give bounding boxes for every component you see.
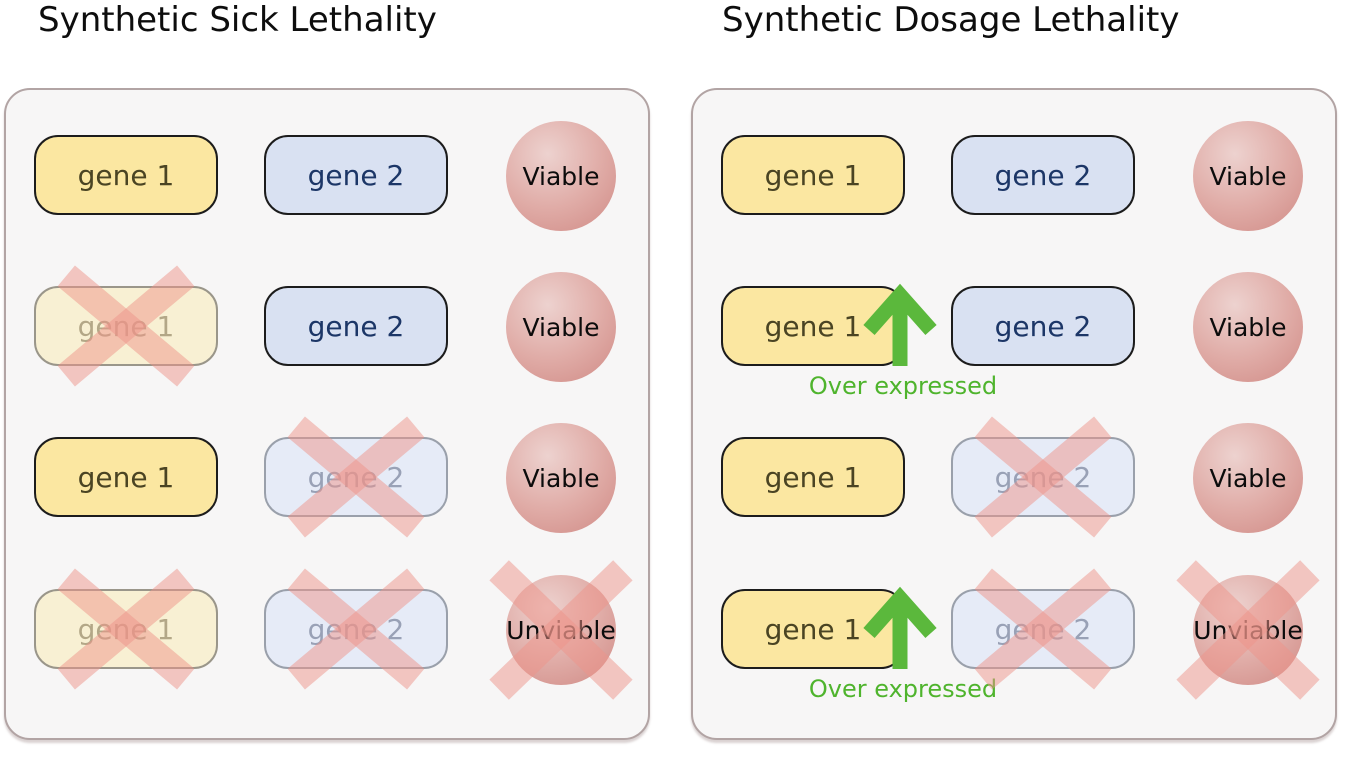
gene1-label: gene 1 [764,612,862,646]
ssl-row-4: gene 1 gene 2 Unviable [6,575,648,685]
gene2-box: gene 2 [264,286,448,366]
gene2-label: gene 2 [307,309,405,343]
outcome-circle: Viable [506,121,616,231]
ssl-row-3: gene 1 gene 2 Viable [6,423,648,533]
outcome-circle: Viable [1193,121,1303,231]
sdl-row-3: gene 1 gene 2 Viable [693,423,1335,533]
outcome-circle: Viable [506,272,616,382]
gene1-box: gene 1 [34,135,218,215]
outcome-label: Viable [522,161,600,191]
gene2-box: gene 2 [951,286,1135,366]
gene1-box: gene 1 [721,437,905,517]
gene1-label: gene 1 [764,158,862,192]
gene1-label: gene 1 [77,612,175,646]
panel-synthetic-dosage-lethality: gene 1 gene 2 Viable gene 1 Over express… [691,88,1337,740]
outcome-circle: Viable [1193,272,1303,382]
gene2-box-deleted: gene 2 [951,437,1135,517]
gene2-box-deleted: gene 2 [264,589,448,669]
sdl-row-1: gene 1 gene 2 Viable [693,121,1335,231]
outcome-label: Viable [1209,161,1287,191]
gene1-label: gene 1 [764,309,862,343]
outcome-label: Unviable [506,615,616,645]
gene2-label: gene 2 [994,309,1092,343]
sdl-row-2: gene 1 Over expressed gene 2 Viable [693,272,1335,400]
up-arrow-icon [863,283,937,366]
panel-title-dosage-lethality: Synthetic Dosage Lethality [722,0,1180,40]
outcome-circle-unviable: Unviable [1193,575,1303,685]
outcome-label: Viable [522,463,600,493]
gene2-label: gene 2 [307,612,405,646]
gene1-label: gene 1 [77,460,175,494]
outcome-circle: Viable [506,423,616,533]
gene1-box: gene 1 [721,135,905,215]
outcome-label: Viable [522,312,600,342]
panel-title-sick-lethality: Synthetic Sick Lethality [38,0,437,40]
up-arrow-icon [863,586,937,669]
gene2-label: gene 2 [994,612,1092,646]
gene2-box-deleted: gene 2 [264,437,448,517]
outcome-circle-unviable: Unviable [506,575,616,685]
gene2-box: gene 2 [264,135,448,215]
panel-synthetic-sick-lethality: gene 1 gene 2 Viable gene 1 gene 2 Viabl… [4,88,650,740]
outcome-label: Viable [1209,463,1287,493]
gene1-label: gene 1 [77,158,175,192]
gene1-box-deleted: gene 1 [34,589,218,669]
gene2-label: gene 2 [994,158,1092,192]
gene2-label: gene 2 [994,460,1092,494]
gene2-label: gene 2 [307,158,405,192]
gene1-label: gene 1 [764,460,862,494]
outcome-label: Viable [1209,312,1287,342]
ssl-row-2: gene 1 gene 2 Viable [6,272,648,382]
gene1-box-deleted: gene 1 [34,286,218,366]
gene1-label: gene 1 [77,309,175,343]
gene1-box: gene 1 [34,437,218,517]
ssl-row-1: gene 1 gene 2 Viable [6,121,648,231]
gene2-box: gene 2 [951,135,1135,215]
gene2-label: gene 2 [307,460,405,494]
outcome-label: Unviable [1193,615,1303,645]
outcome-circle: Viable [1193,423,1303,533]
sdl-row-4: gene 1 Over expressed gene 2 Unviable [693,575,1335,703]
gene2-box-deleted: gene 2 [951,589,1135,669]
overexpression-label: Over expressed [808,372,998,400]
overexpression-label: Over expressed [808,675,998,703]
